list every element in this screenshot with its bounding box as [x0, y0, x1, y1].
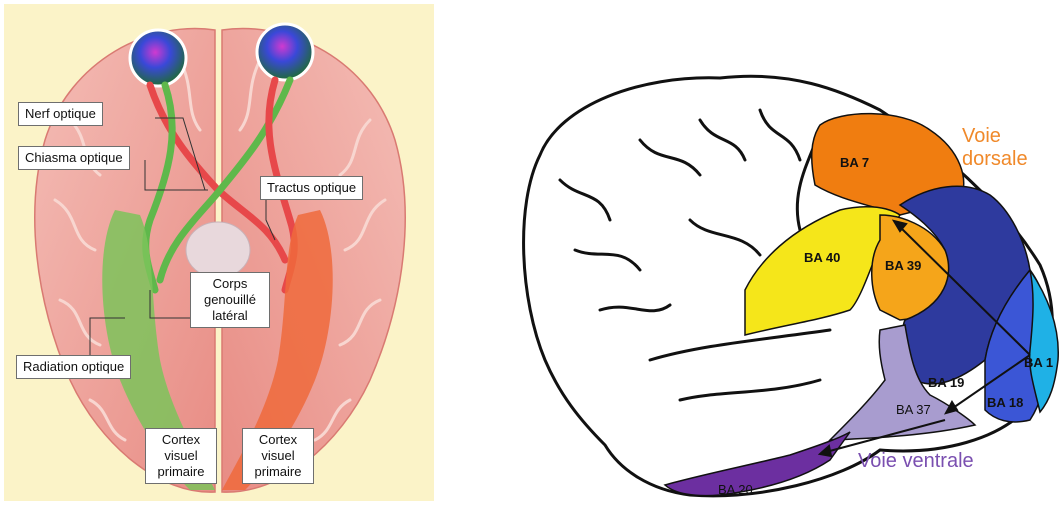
- label-ba7: BA 7: [840, 155, 869, 170]
- right-eye: [257, 24, 313, 80]
- label-ba19: BA 19: [928, 375, 964, 390]
- cortex-right-line-2: visuel: [249, 448, 307, 464]
- label-chiasma-optique: Chiasma optique: [18, 146, 130, 170]
- label-ba18: BA 18: [987, 395, 1023, 410]
- label-ba20: BA 20: [718, 482, 753, 497]
- label-ba39: BA 39: [885, 258, 921, 273]
- label-tractus-optique: Tractus optique: [260, 176, 363, 200]
- label-ba40: BA 40: [804, 250, 840, 265]
- cortex-right-line-3: primaire: [249, 464, 307, 480]
- corps-line-3: latéral: [197, 308, 263, 324]
- label-cortex-visuel-primaire-right: Cortex visuel primaire: [242, 428, 314, 484]
- label-radiation-optique: Radiation optique: [16, 355, 131, 379]
- cortex-left-line-1: Cortex: [152, 432, 210, 448]
- label-voie-dorsale: Voie dorsale: [962, 125, 1028, 171]
- midbrain-region: [186, 222, 250, 278]
- voie-dorsale-line-2: dorsale: [962, 148, 1028, 171]
- cortex-right-line-1: Cortex: [249, 432, 307, 448]
- label-corps-genouille-lateral: Corps genouillé latéral: [190, 272, 270, 328]
- corps-line-2: genouillé: [197, 292, 263, 308]
- voie-dorsale-line-1: Voie: [962, 125, 1028, 148]
- cortex-left-line-3: primaire: [152, 464, 210, 480]
- cortex-left-line-2: visuel: [152, 448, 210, 464]
- left-panel-illustration: [4, 4, 434, 501]
- left-eye: [130, 30, 186, 86]
- label-ba37: BA 37: [896, 402, 931, 417]
- label-nerf-optique: Nerf optique: [18, 102, 103, 126]
- label-voie-ventrale: Voie ventrale: [858, 450, 974, 473]
- label-cortex-visuel-primaire-left: Cortex visuel primaire: [145, 428, 217, 484]
- corps-line-1: Corps: [197, 276, 263, 292]
- label-ba17: BA 1: [1024, 355, 1053, 370]
